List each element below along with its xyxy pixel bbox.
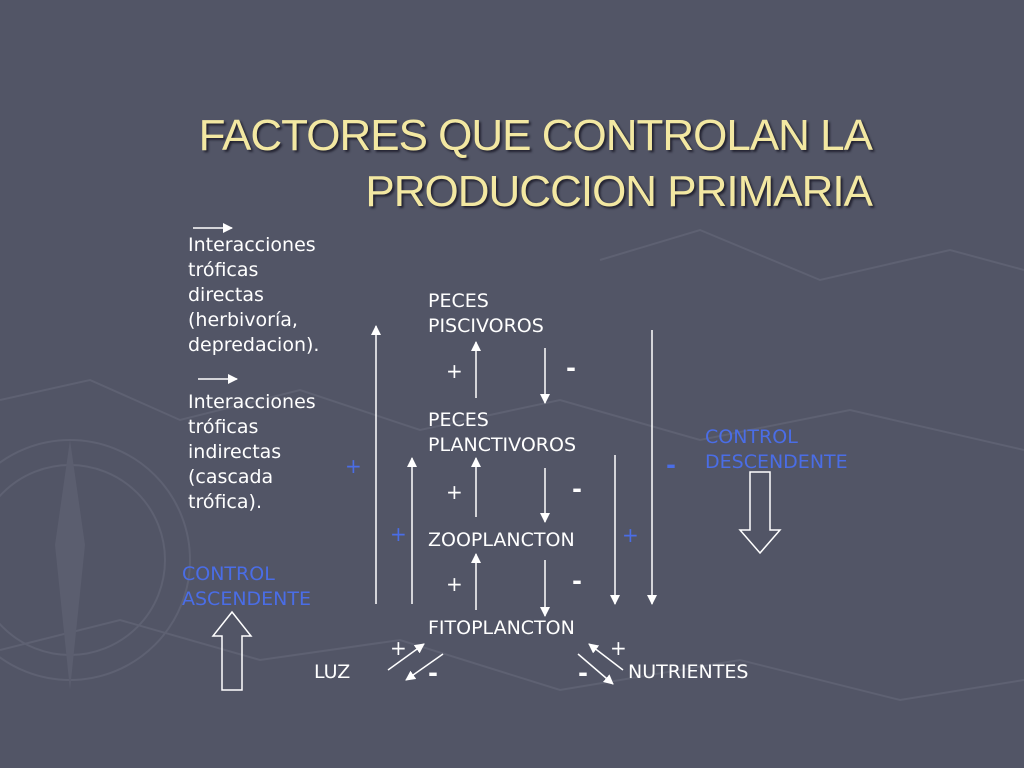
legend-indirect-line: Interacciones [188,391,316,413]
plus-sign: + [622,523,639,547]
control-ascendente-label: CONTROL ASCENDENTE [182,562,311,612]
page-title: FACTORES QUE CONTROLAN LA PRODUCCION PRI… [198,108,873,220]
plus-sign: + [390,636,407,660]
minus-sign: - [566,354,576,382]
plus-sign: + [446,359,463,383]
level-line: PECES [428,290,489,312]
plus-sign: + [446,572,463,596]
control-line: ASCENDENTE [182,588,312,610]
arrow-nutrientes-up [588,643,624,671]
level-peces-planctivoros: PECES PLANCTIVOROS [428,408,576,458]
legend-direct-text: Interacciones tróficas directas (herbivo… [188,233,319,358]
arrow-nutrientes-down [577,653,614,685]
arrow-luz-down [405,653,444,681]
title-line-1: FACTORES QUE CONTROLAN LA [198,111,873,160]
block-arrow-up [211,610,253,691]
title-line-2: PRODUCCION PRIMARIA [365,167,873,216]
minus-sign: - [572,475,582,503]
legend-direct-line: (herbivoría, [188,309,298,331]
plus-sign: + [610,636,627,660]
legend-indirect-line: indirectas [188,441,282,463]
level-line: PECES [428,409,489,431]
legend-direct-line: Interacciones [188,234,316,256]
minus-sign: - [666,451,676,479]
legend-indirect-line: trófica). [188,491,262,513]
level-fitoplancton: FITOPLANCTON [428,617,575,639]
plus-sign: + [390,522,407,546]
block-arrow-down [738,471,782,555]
legend-direct-line: depredacion). [188,334,320,356]
level-zooplancton: ZOOPLANCTON [428,529,575,551]
legend-indirect-line: (cascada [188,466,274,488]
minus-sign: - [578,659,588,687]
level-line: PISCIVOROS [428,315,544,337]
legend-direct-line: tróficas [188,259,259,281]
minus-sign: - [428,659,438,687]
plus-sign: + [446,480,463,504]
level-line: PLANCTIVOROS [428,434,577,456]
input-luz: LUZ [314,661,351,683]
minus-sign: - [572,567,582,595]
plus-sign: + [345,454,362,478]
control-descendente-label: CONTROL DESCENDENTE [705,425,848,475]
input-nutrientes: NUTRIENTES [628,661,749,683]
legend-indirect-line: tróficas [188,416,259,438]
legend-direct-line: directas [188,284,264,306]
control-line: CONTROL [705,426,798,448]
control-line: CONTROL [182,563,275,585]
level-peces-piscivoros: PECES PISCIVOROS [428,289,544,339]
legend-indirect-text: Interacciones tróficas indirectas (casca… [188,390,316,515]
control-line: DESCENDENTE [705,451,848,473]
arrow-luz-up [387,643,425,671]
